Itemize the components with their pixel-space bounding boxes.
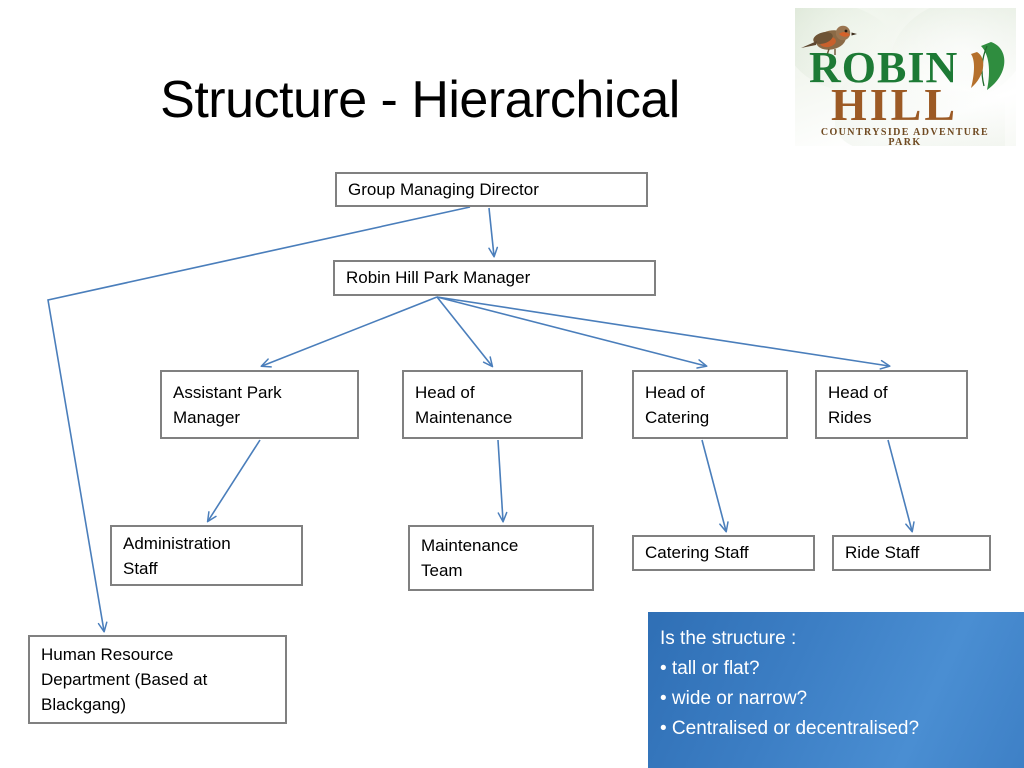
page-title: Structure - Hierarchical	[160, 70, 680, 129]
callout-lead: Is the structure :	[660, 628, 797, 649]
callout-bullet-1: • tall or flat?	[660, 658, 760, 679]
org-node-catering-staff[interactable]: Catering Staff	[632, 535, 815, 571]
org-node-robin-hill-park-manager[interactable]: Robin Hill Park Manager	[333, 260, 656, 296]
org-node-ride-staff[interactable]: Ride Staff	[832, 535, 991, 571]
logo-artwork	[801, 25, 1005, 90]
edge-pm-to-head-of-catering	[436, 296, 708, 369]
edge-pm-to-assistant-park-manager	[260, 296, 438, 368]
logo-word-hill: HILL	[831, 79, 959, 130]
org-node-administration-staff[interactable]: Administration Staff	[110, 525, 303, 586]
edge-hor-to-ride-staff	[887, 439, 915, 533]
callout-bullet-3: • Centralised or decentralised?	[660, 718, 920, 739]
org-node-head-of-rides[interactable]: Head of Rides	[815, 370, 968, 439]
org-node-assistant-park-manager[interactable]: Assistant Park Manager	[160, 370, 359, 439]
org-node-head-of-catering[interactable]: Head of Catering	[632, 370, 788, 439]
org-node-maintenance-team[interactable]: Maintenance Team	[408, 525, 594, 591]
robin-bird-icon	[801, 25, 857, 56]
callout-bullet-2: • wide or narrow?	[660, 688, 808, 709]
edge-apm-to-administration-staff	[206, 439, 261, 523]
robin-hill-logo: ROBIN HILL COUNTRYSIDE ADVENTURE PARK	[795, 8, 1016, 146]
org-node-head-of-maintenance[interactable]: Head of Maintenance	[402, 370, 583, 439]
org-node-human-resource-department[interactable]: Human Resource Department (Based at Blac…	[28, 635, 287, 724]
logo-tagline: COUNTRYSIDE ADVENTURE PARK	[820, 127, 990, 147]
logo-word-robin: ROBIN	[809, 43, 959, 92]
org-node-group-managing-director[interactable]: Group Managing Director	[335, 172, 648, 207]
edge-pm-to-head-of-maintenance	[436, 296, 494, 368]
edge-pm-to-head-of-rides	[436, 296, 891, 370]
question-callout: Is the structure : • tall or flat? • wid…	[648, 612, 1024, 768]
leaf-icon	[971, 42, 1005, 90]
edge-hom-to-maintenance-team	[497, 439, 508, 523]
edge-gmd-to-park-manager	[488, 207, 499, 258]
edge-hoc-to-catering-staff	[701, 439, 729, 533]
